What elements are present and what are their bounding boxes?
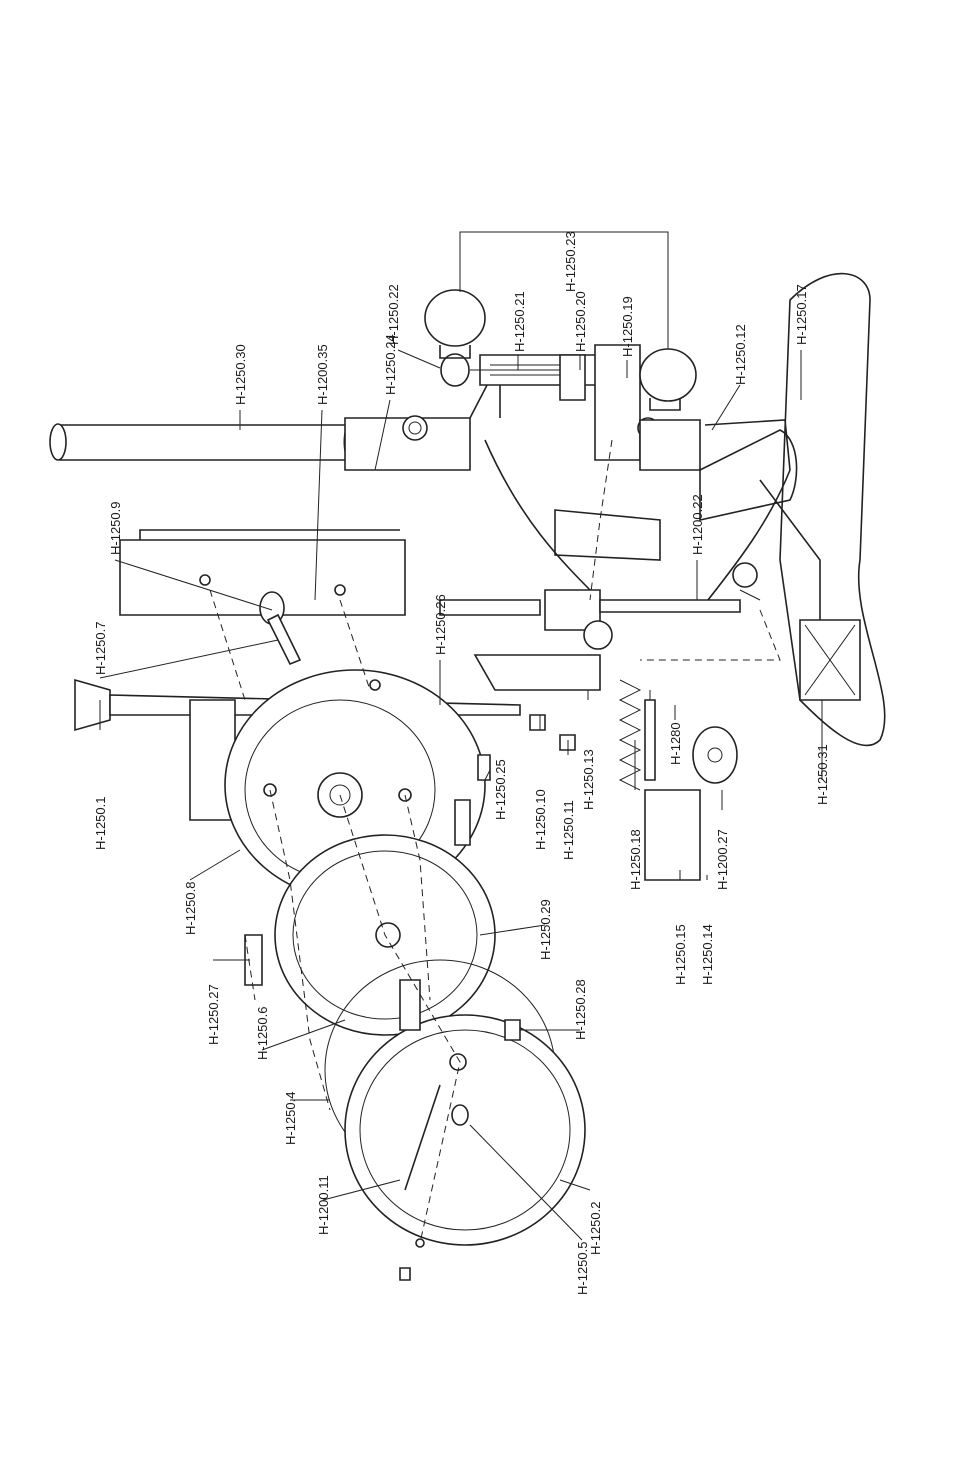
pins-and-spring — [473, 654, 738, 881]
part-label-h-1250-5: H-1250.5 — [575, 1242, 590, 1295]
part-label-h-1250-26: H-1250.26 — [433, 594, 448, 655]
part-label-h-1250-7: H-1250.7 — [93, 622, 108, 675]
part-label-h-1250-15: H-1250.15 — [673, 924, 688, 985]
part-label-h-1250-20: H-1250.20 — [573, 291, 588, 352]
arm-rod — [439, 562, 761, 650]
clamp-assembly — [424, 289, 701, 471]
part-label-h-1200-35: H-1200.35 — [315, 344, 330, 405]
part-label-h-1250-19: H-1250.19 — [620, 296, 635, 357]
part-label-h-1250-10: H-1250.10 — [533, 789, 548, 850]
part-label-h-1250-28: H-1250.28 — [573, 979, 588, 1040]
part-label-h-1250-11: H-1250.11 — [561, 800, 576, 860]
dashed-assembly-lines — [209, 439, 781, 1244]
part-label-h-1200-27: H-1200.27 — [715, 829, 730, 890]
part-label-h-1250-22: H-1250.22 — [386, 284, 401, 345]
column-post — [49, 423, 357, 461]
leader-lines — [99, 231, 823, 1241]
base-casting — [484, 272, 886, 747]
part-label-h-1250-18: H-1250.18 — [628, 829, 643, 890]
part-label-h-1250-29: H-1250.29 — [538, 899, 553, 960]
part-label-h-1250-8: H-1250.8 — [183, 882, 198, 935]
part-label-h-1250-4: H-1250.4 — [283, 1092, 298, 1145]
part-label-h-1250-9: H-1250.9 — [108, 502, 123, 555]
dial-cover — [324, 959, 586, 1248]
part-label-h-1250-1: H-1250.1 — [93, 797, 108, 850]
part-label-h-1250-2: H-1250.2 — [588, 1202, 603, 1255]
part-label-h-1250-31: H-1250.31 — [815, 744, 830, 805]
part-label-h-1280: H-1280 — [668, 722, 683, 765]
part-label-h-1250-24: H-1250.24 — [383, 334, 398, 395]
part-label-h-1250-23: H-1250.23 — [563, 231, 578, 292]
part-label-h-1200-22: H-1200.22 — [690, 494, 705, 555]
part-label-h-1250-17: H-1250.17 — [794, 284, 809, 345]
part-label-h-1250-27: H-1250.27 — [206, 984, 221, 1045]
part-label-h-1250-25: H-1250.25 — [493, 759, 508, 820]
part-label-h-1250-6: H-1250.6 — [255, 1007, 270, 1060]
left-plate — [119, 529, 406, 666]
part-label-h-1250-30: H-1250.30 — [233, 344, 248, 405]
part-label-h-1250-13: H-1250.13 — [581, 749, 596, 810]
part-label-h-1250-12: H-1250.12 — [733, 324, 748, 385]
part-label-h-1250-14: H-1250.14 — [700, 924, 715, 985]
part-label-h-1250-21: H-1250.21 — [512, 291, 527, 352]
column-bracket — [344, 359, 501, 471]
small-screws — [244, 714, 576, 1281]
part-label-h-1200-11: H-1200.11 — [316, 1175, 331, 1235]
